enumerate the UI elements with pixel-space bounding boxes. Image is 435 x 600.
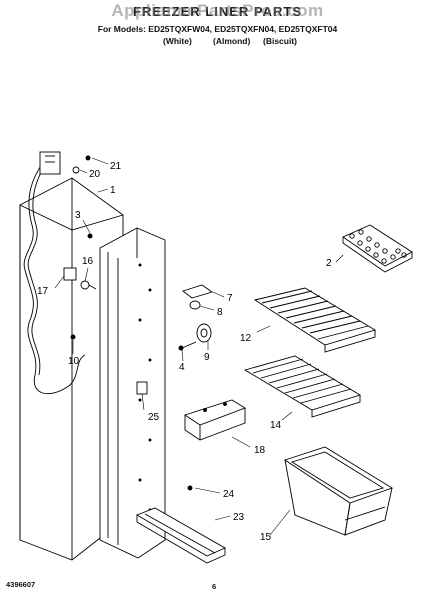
screw-3	[87, 233, 93, 239]
callout-17: 17	[37, 286, 49, 297]
callout-21: 21	[110, 161, 122, 172]
callout-9: 9	[204, 352, 210, 363]
page-title: FREEZER LINER PARTS	[133, 4, 302, 19]
callout-3: 3	[75, 210, 81, 221]
page-header: FREEZER LINER PARTS AppliancePartsPros.c…	[0, 1, 435, 48]
page-number: 6	[212, 582, 217, 591]
models-line: For Models: ED25TQXFW04, ED25TQXFN04, ED…	[97, 24, 338, 34]
color-white: (White)	[163, 36, 192, 46]
storage-bin	[283, 446, 394, 536]
callout-4: 4	[179, 362, 185, 373]
color-biscuit: (Biscuit)	[263, 36, 297, 46]
shelf-bracket-18	[183, 399, 247, 441]
callout-2: 2	[326, 258, 332, 269]
bottom-rail-23	[135, 507, 226, 564]
wire-shelf-upper	[253, 287, 377, 353]
callout-10: 10	[68, 356, 80, 367]
freezer-liner	[19, 159, 166, 561]
clip-25	[136, 381, 148, 395]
top-bracket	[39, 151, 91, 175]
title-block: FREEZER LINER PARTS AppliancePartsPros.c…	[0, 1, 435, 20]
callout-8: 8	[217, 307, 223, 318]
callout-24: 24	[223, 489, 235, 500]
callout-18: 18	[254, 445, 266, 456]
part-number: 4396607	[6, 580, 36, 589]
colors-row: (White) (Almond) (Biscuit)	[0, 36, 435, 48]
thermostat-control	[63, 267, 97, 290]
callout-20: 20	[89, 169, 101, 180]
shelf-support-group	[178, 284, 214, 351]
callout-labels: 21 20 1 3 16 17 10 7 8 9 4 12 14 25 18 2…	[37, 161, 332, 543]
callout-16: 16	[82, 256, 94, 267]
callout-14: 14	[270, 420, 282, 431]
callout-1: 1	[110, 185, 116, 196]
screw-24	[187, 485, 193, 491]
screw-10	[70, 334, 76, 340]
callout-15: 15	[260, 532, 272, 543]
leader-lines	[54, 157, 344, 536]
color-almond: (Almond)	[213, 36, 251, 46]
ice-tray	[342, 224, 413, 273]
callout-25: 25	[148, 412, 160, 423]
watermark: AppliancePartsPros.com	[111, 1, 324, 20]
callout-7: 7	[227, 293, 233, 304]
wire-shelf-lower	[243, 355, 362, 418]
callout-12: 12	[240, 333, 252, 344]
callout-23: 23	[233, 512, 245, 523]
